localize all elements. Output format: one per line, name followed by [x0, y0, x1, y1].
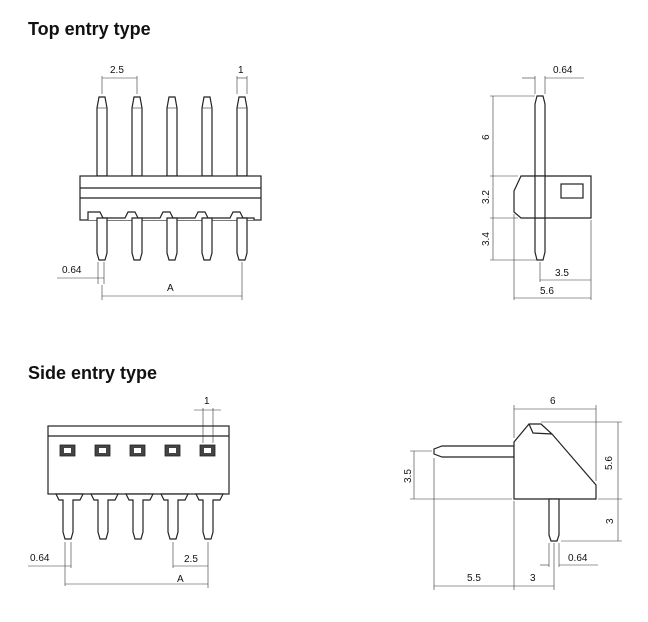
top-front-dimension-lines: [57, 76, 248, 300]
top-entry-side-view: 0.64 6 3.2 3.4 3.5 5.6: [481, 65, 592, 300]
side-side-housing: [513, 423, 597, 500]
side-front-pitch-label: 2.5: [184, 554, 198, 565]
side-front-tip-width-label: 1: [204, 396, 210, 407]
side-side-pin-width-label: 0.64: [568, 553, 588, 564]
top-front-pitch-label: 2.5: [110, 65, 124, 76]
side-side-pin-height-label: 3.5: [403, 469, 414, 483]
top-front-total-label: A: [167, 283, 174, 294]
top-front-pin-width-label: 0.64: [62, 265, 82, 276]
top-side-pin-width-label: 0.64: [553, 65, 573, 76]
side-side-horizontal-pin: [433, 445, 515, 458]
side-side-pin-bottom-label: 3: [605, 518, 616, 524]
side-side-depth-label: 6: [550, 396, 556, 407]
top-side-depth-label: 5.6: [540, 286, 554, 297]
top-front-lower-pins: [96, 217, 248, 261]
side-front-dimension-lines: [28, 408, 221, 588]
side-front-pin-width-label: 0.64: [30, 553, 50, 564]
top-side-pin-bottom-label: 3.4: [481, 232, 492, 246]
side-entry-front-view: 1 0.64 2.5 A: [28, 396, 230, 588]
side-side-vertical-pin: [548, 498, 560, 542]
top-front-upper-pins: [96, 96, 248, 177]
top-side-dimension-lines: [490, 76, 592, 300]
top-entry-title: Top entry type: [28, 19, 151, 39]
top-entry-front-view: 2.5 1 0.64 A: [57, 65, 262, 300]
top-front-tip-width-label: 1: [238, 65, 244, 76]
side-front-total-label: A: [177, 574, 184, 585]
top-side-housing-label: 3.2: [481, 190, 492, 204]
top-side-window: [560, 183, 584, 199]
side-front-pins: [55, 493, 224, 540]
side-side-pin-offset-label: 3: [530, 573, 536, 584]
side-front-slots: [59, 444, 216, 457]
side-entry-title: Side entry type: [28, 363, 158, 383]
side-side-height-label: 5.6: [604, 456, 615, 470]
side-side-dimension-lines: [410, 405, 622, 590]
side-front-housing: [47, 425, 230, 495]
side-entry-side-view: 6 5.6 3.5 3 0.64 5.5 3: [403, 396, 622, 590]
side-side-pin-length-label: 5.5: [467, 573, 481, 584]
top-side-pin-top-label: 6: [481, 134, 492, 140]
top-side-offset-label: 3.5: [555, 268, 569, 279]
top-front-housing: [79, 175, 262, 221]
